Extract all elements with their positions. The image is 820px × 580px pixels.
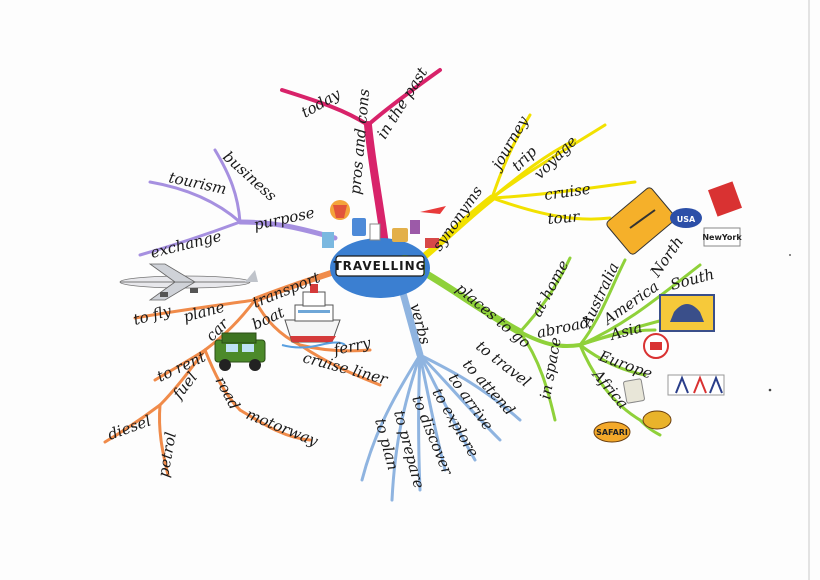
asia-taj-sticker	[659, 294, 715, 332]
label-motorway: motorway	[244, 405, 321, 450]
safari-sticker-text: SAFARI	[596, 428, 628, 437]
branch-places	[416, 256, 707, 437]
label-south: South	[668, 265, 716, 294]
red-tag-sticker	[707, 181, 743, 217]
jeep-icon	[214, 332, 266, 371]
branch-pros-cons	[280, 68, 442, 249]
label-to-fly: to fly	[131, 301, 173, 328]
label-tour: tour	[547, 207, 581, 228]
label-in-the-past: in the past	[373, 63, 432, 142]
label-diesel: diesel	[105, 412, 153, 444]
safari-sticker: SAFARI	[593, 421, 631, 443]
center-node: TRAVELLING	[322, 200, 446, 298]
eiffel-sticker	[667, 374, 725, 396]
center-label: TRAVELLING	[333, 259, 426, 273]
newyork-sticker-text: NewYork	[702, 233, 742, 242]
scan-dot	[789, 254, 791, 256]
label-ferry: ferry	[331, 333, 373, 359]
label-synonyms: synonyms	[429, 182, 487, 254]
label-cruise: cruise	[543, 180, 592, 204]
airplane-icon	[119, 263, 258, 301]
label-places-to-go: places to go	[452, 279, 534, 352]
page-edge	[808, 0, 810, 580]
label-at-home: at home	[528, 257, 573, 320]
ship-icon	[281, 284, 346, 349]
australia-sticker	[606, 187, 676, 255]
pisa-sticker	[623, 378, 645, 404]
label-in-space: in space	[536, 336, 565, 401]
europe-sticker	[643, 333, 669, 359]
usa-sticker-text: USA	[677, 215, 696, 224]
africa-sticker	[642, 410, 672, 430]
scan-dot	[768, 388, 772, 392]
branch-synonyms	[416, 113, 637, 264]
usa-sticker: USA	[670, 208, 702, 228]
branch-verbs	[360, 271, 522, 502]
label-tourism: tourism	[167, 168, 228, 198]
label-exchange: exchange	[149, 227, 224, 262]
label-petrol: petrol	[154, 431, 180, 479]
label-today: today	[298, 85, 344, 122]
travel-items-icon	[322, 200, 446, 248]
newyork-sticker: NewYork	[702, 227, 742, 247]
